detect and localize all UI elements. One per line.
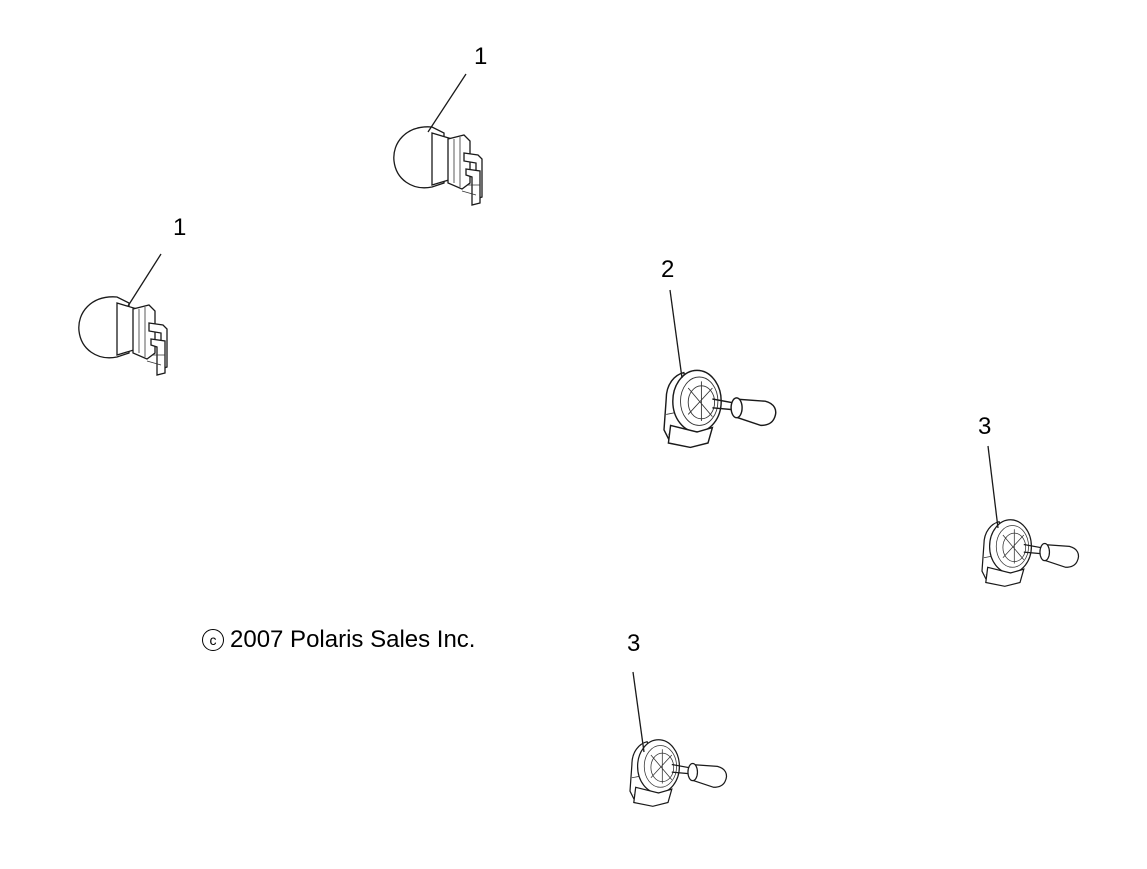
- headlamp-socket-right: [981, 519, 1080, 587]
- copyright-symbol: c: [202, 629, 224, 651]
- leader-line-bulb-left: [127, 253, 162, 307]
- wedge-bulb-top: [393, 126, 483, 206]
- copyright-text: 2007 Polaris Sales Inc.: [230, 626, 476, 653]
- callout-socket-center: 2: [661, 256, 675, 283]
- callout-bulb-left: 1: [173, 214, 187, 241]
- leader-line-socket-center: [669, 289, 683, 379]
- leader-line-bulb-top: [427, 73, 467, 133]
- callout-socket-bottom: 3: [627, 630, 641, 657]
- headlamp-socket-bottom: [629, 739, 728, 807]
- wedge-bulb-left: [78, 296, 168, 376]
- leader-line-socket-right: [987, 445, 999, 529]
- callout-bulb-top: 1: [474, 43, 488, 70]
- callout-socket-right: 3: [978, 413, 992, 440]
- leader-line-socket-bottom: [632, 671, 645, 753]
- headlamp-socket-center: [663, 369, 777, 449]
- copyright-notice: c 2007 Polaris Sales Inc.: [202, 626, 475, 654]
